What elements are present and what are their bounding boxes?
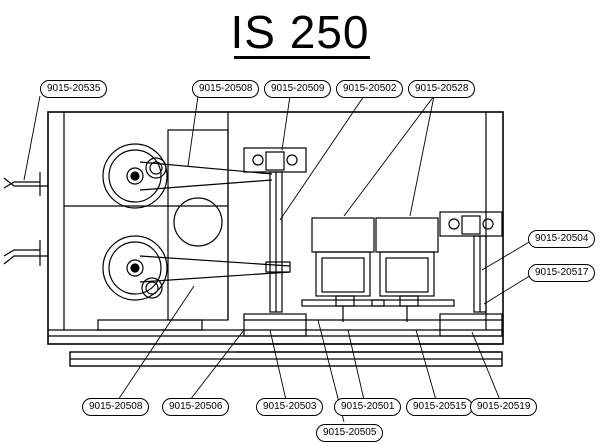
callout-9015-20535: 9015-20535 <box>40 80 108 98</box>
callout-9015-20502: 9015-20502 <box>336 80 404 98</box>
side-handles <box>3 172 48 266</box>
callout-9015-20509: 9015-20509 <box>264 80 332 98</box>
upper-pulley <box>102 143 273 209</box>
callout-9015-20503: 9015-20503 <box>256 398 324 416</box>
left-motor <box>301 217 385 322</box>
left-shaft <box>243 147 307 313</box>
callout-9015-20508-bottom: 9015-20508 <box>82 398 150 416</box>
right-shaft <box>439 211 503 313</box>
callout-9015-20508-top: 9015-20508 <box>192 80 260 98</box>
callout-9015-20504: 9015-20504 <box>528 230 596 248</box>
lower-pulley <box>102 235 291 301</box>
callout-9015-20501: 9015-20501 <box>334 398 402 416</box>
callout-9015-20517: 9015-20517 <box>528 264 596 282</box>
callout-9015-20515: 9015-20515 <box>406 398 474 416</box>
diagram-title: IS 250 <box>230 6 370 58</box>
round-opening <box>173 197 223 247</box>
title-underline <box>234 56 370 59</box>
bottom-belt-assembly <box>69 313 503 367</box>
right-motor <box>371 217 455 322</box>
leader-lines <box>23 95 537 423</box>
callout-9015-20506: 9015-20506 <box>162 398 230 416</box>
callout-9015-20519: 9015-20519 <box>470 398 538 416</box>
callout-9015-20528: 9015-20528 <box>408 80 476 98</box>
callout-9015-20505: 9015-20505 <box>316 424 384 442</box>
